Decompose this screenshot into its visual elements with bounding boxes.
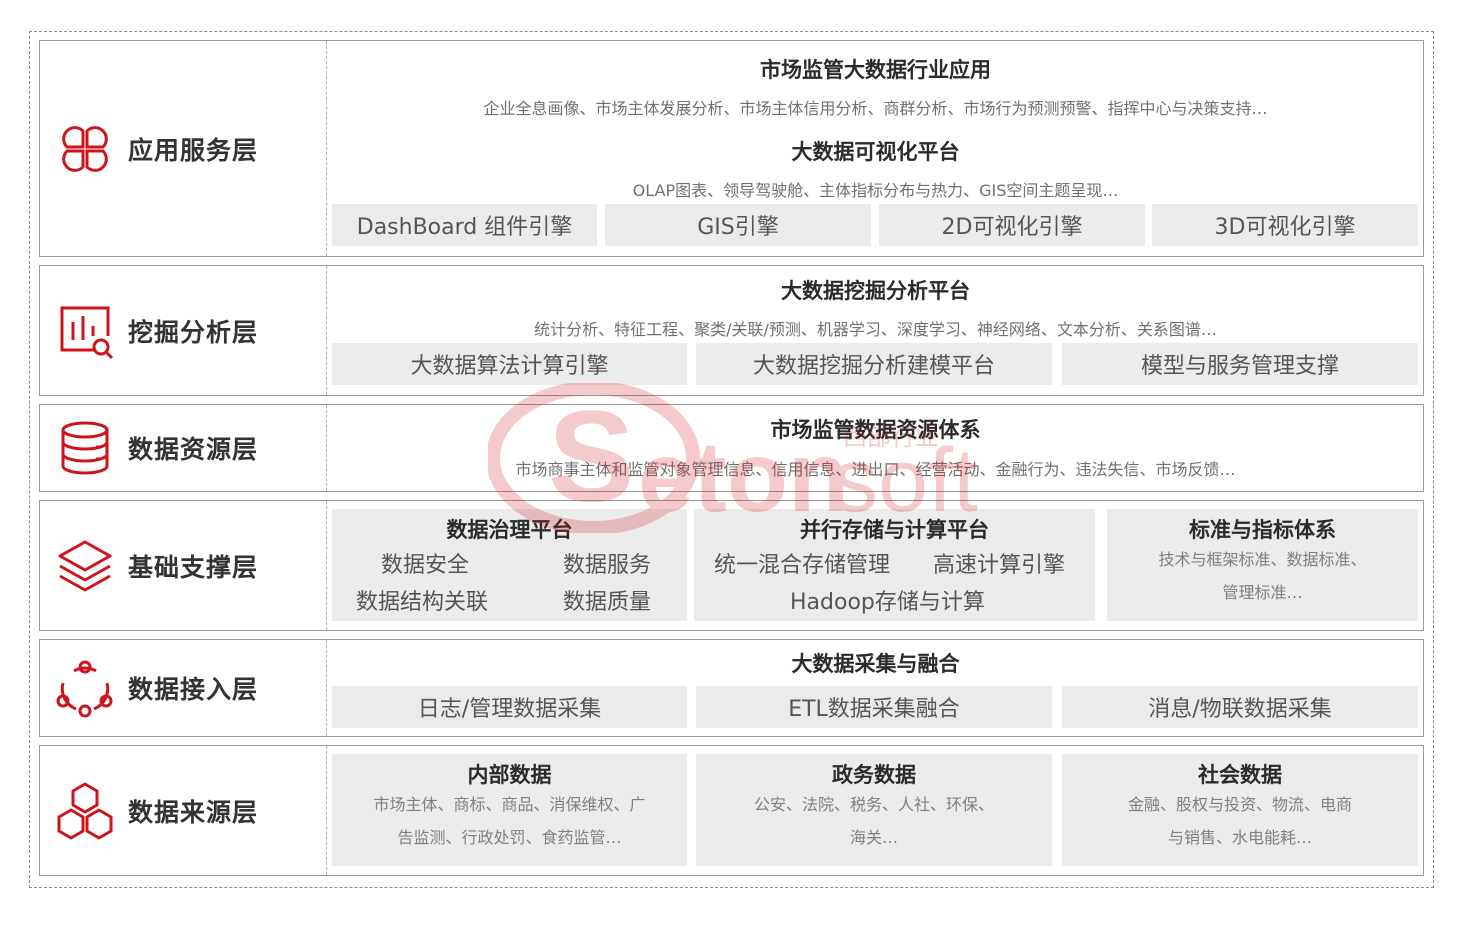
panel-item: Hadoop存储与计算 xyxy=(790,590,985,615)
section-heading: 市场监管大数据行业应用 xyxy=(760,58,991,82)
section-description: 企业全息画像、市场主体发展分析、市场主体信用分析、商群分析、市场行为预测预警、指… xyxy=(483,99,1268,118)
platform-panel: 数据治理平台 数据安全 数据服务 数据结构关联 数据质量 xyxy=(332,509,687,621)
layers-icon xyxy=(54,535,116,597)
panel-item: 数据安全 xyxy=(381,553,470,578)
layer-content: 市场监管大数据行业应用 企业全息画像、市场主体发展分析、市场主体信用分析、商群分… xyxy=(328,41,1423,256)
four-petals-icon xyxy=(54,118,116,180)
source-panel: 内部数据 市场主体、商标、商品、消保维权、广 告监测、行政处罚、食药监管… xyxy=(332,754,687,866)
layer-label-area: 数据资源层 xyxy=(40,405,327,491)
panel-description: 公安、法院、税务、人社、环保、 xyxy=(753,795,994,814)
panel-description: 金融、股权与投资、物流、电商 xyxy=(1127,795,1352,814)
panel-item: 高速计算引擎 xyxy=(933,553,1066,578)
layer-data-access: 数据接入层 大数据采集与融合 日志/管理数据采集 ETL数据采集融合 消息/物联… xyxy=(39,639,1424,737)
layer-title: 基础支撑层 xyxy=(128,552,259,582)
panel-item: 数据结构关联 xyxy=(356,590,489,615)
section-description: 统计分析、特征工程、聚类/关联/预测、机器学习、深度学习、神经网络、文本分析、关… xyxy=(534,320,1217,339)
network-nodes-icon xyxy=(54,657,116,719)
layer-data-source: 数据来源层 内部数据 市场主体、商标、商品、消保维权、广 告监测、行政处罚、食药… xyxy=(39,745,1424,876)
panel-title: 内部数据 xyxy=(467,763,552,787)
layer-content: 数据治理平台 数据安全 数据服务 数据结构关联 数据质量 并行存储与计算平台 统… xyxy=(328,501,1423,630)
panel-title: 标准与指标体系 xyxy=(1189,518,1336,542)
layer-label-area: 应用服务层 xyxy=(40,41,327,256)
panel-description: 与销售、水电能耗… xyxy=(1167,828,1312,847)
panel-title: 政务数据 xyxy=(832,763,916,787)
platform-panel: 并行存储与计算平台 统一混合存储管理 高速计算引擎 Hadoop存储与计算 xyxy=(694,509,1095,621)
layer-mining-analysis: 挖掘分析层 大数据挖掘分析平台 统计分析、特征工程、聚类/关联/预测、机器学习、… xyxy=(39,265,1424,396)
panel-description: 管理标准… xyxy=(1222,583,1303,602)
component-box: 模型与服务管理支撑 xyxy=(1062,343,1418,385)
section-heading: 大数据挖掘分析平台 xyxy=(781,279,970,303)
component-box: 2D可视化引擎 xyxy=(879,204,1145,246)
component-box: 大数据算法计算引擎 xyxy=(332,343,687,385)
component-box: 日志/管理数据采集 xyxy=(332,686,687,728)
panel-item: 数据质量 xyxy=(563,590,652,615)
chart-search-icon xyxy=(54,300,116,362)
layer-label-area: 挖掘分析层 xyxy=(40,266,327,395)
diagram-frame xyxy=(29,31,1434,888)
layer-infrastructure: 基础支撑层 数据治理平台 数据安全 数据服务 数据结构关联 数据质量 并行存储与… xyxy=(39,500,1424,631)
component-box: ETL数据采集融合 xyxy=(696,686,1052,728)
source-panel: 社会数据 金融、股权与投资、物流、电商 与销售、水电能耗… xyxy=(1062,754,1418,866)
layer-content: 内部数据 市场主体、商标、商品、消保维权、广 告监测、行政处罚、食药监管… 政务… xyxy=(328,746,1423,875)
layer-title: 应用服务层 xyxy=(128,135,259,165)
layer-title: 数据接入层 xyxy=(128,675,259,704)
layer-label-area: 数据来源层 xyxy=(40,746,327,875)
panel-title: 社会数据 xyxy=(1198,763,1282,787)
panel-title: 数据治理平台 xyxy=(446,518,573,542)
section-description: OLAP图表、领导驾驶舱、主体指标分布与热力、GIS空间主题呈现… xyxy=(632,181,1119,200)
section-description: 市场商事主体和监管对象管理信息、信用信息、进出口、经营活动、金融行为、违法失信、… xyxy=(515,460,1236,479)
component-box: GIS引擎 xyxy=(605,204,871,246)
layer-data-resource: 数据资源层 市场监管数据资源体系 市场商事主体和监管对象管理信息、信用信息、进出… xyxy=(39,404,1424,492)
section-heading: 大数据采集与融合 xyxy=(791,652,960,676)
layer-application-service: 应用服务层 市场监管大数据行业应用 企业全息画像、市场主体发展分析、市场主体信用… xyxy=(39,40,1424,257)
component-box: 3D可视化引擎 xyxy=(1152,204,1418,246)
section-heading: 市场监管数据资源体系 xyxy=(770,418,981,442)
database-icon xyxy=(54,417,116,479)
panel-item: 统一混合存储管理 xyxy=(714,553,891,578)
layer-content: 市场监管数据资源体系 市场商事主体和监管对象管理信息、信用信息、进出口、经营活动… xyxy=(328,405,1423,491)
platform-panel: 标准与指标体系 技术与框架标准、数据标准、 管理标准… xyxy=(1107,509,1418,621)
panel-description: 海关… xyxy=(849,828,898,847)
panel-description: 技术与框架标准、数据标准、 xyxy=(1158,550,1367,569)
layer-content: 大数据采集与融合 日志/管理数据采集 ETL数据采集融合 消息/物联数据采集 xyxy=(328,640,1423,736)
layer-label-area: 基础支撑层 xyxy=(40,501,327,630)
component-box: 消息/物联数据采集 xyxy=(1062,686,1418,728)
layer-content: 大数据挖掘分析平台 统计分析、特征工程、聚类/关联/预测、机器学习、深度学习、神… xyxy=(328,266,1423,395)
component-box: DashBoard 组件引擎 xyxy=(332,204,597,246)
hexagons-icon xyxy=(54,780,116,842)
layer-label-area: 数据接入层 xyxy=(40,640,327,736)
section-heading: 大数据可视化平台 xyxy=(791,140,960,164)
panel-description: 市场主体、商标、商品、消保维权、广 xyxy=(373,795,646,814)
panel-title: 并行存储与计算平台 xyxy=(800,518,989,542)
layer-title: 数据来源层 xyxy=(128,797,259,827)
layer-title: 挖掘分析层 xyxy=(128,317,259,347)
source-panel: 政务数据 公安、法院、税务、人社、环保、 海关… xyxy=(696,754,1052,866)
component-box: 大数据挖掘分析建模平台 xyxy=(696,343,1052,385)
layer-title: 数据资源层 xyxy=(128,435,259,464)
panel-item: 数据服务 xyxy=(563,553,652,578)
panel-description: 告监测、行政处罚、食药监管… xyxy=(397,828,622,847)
